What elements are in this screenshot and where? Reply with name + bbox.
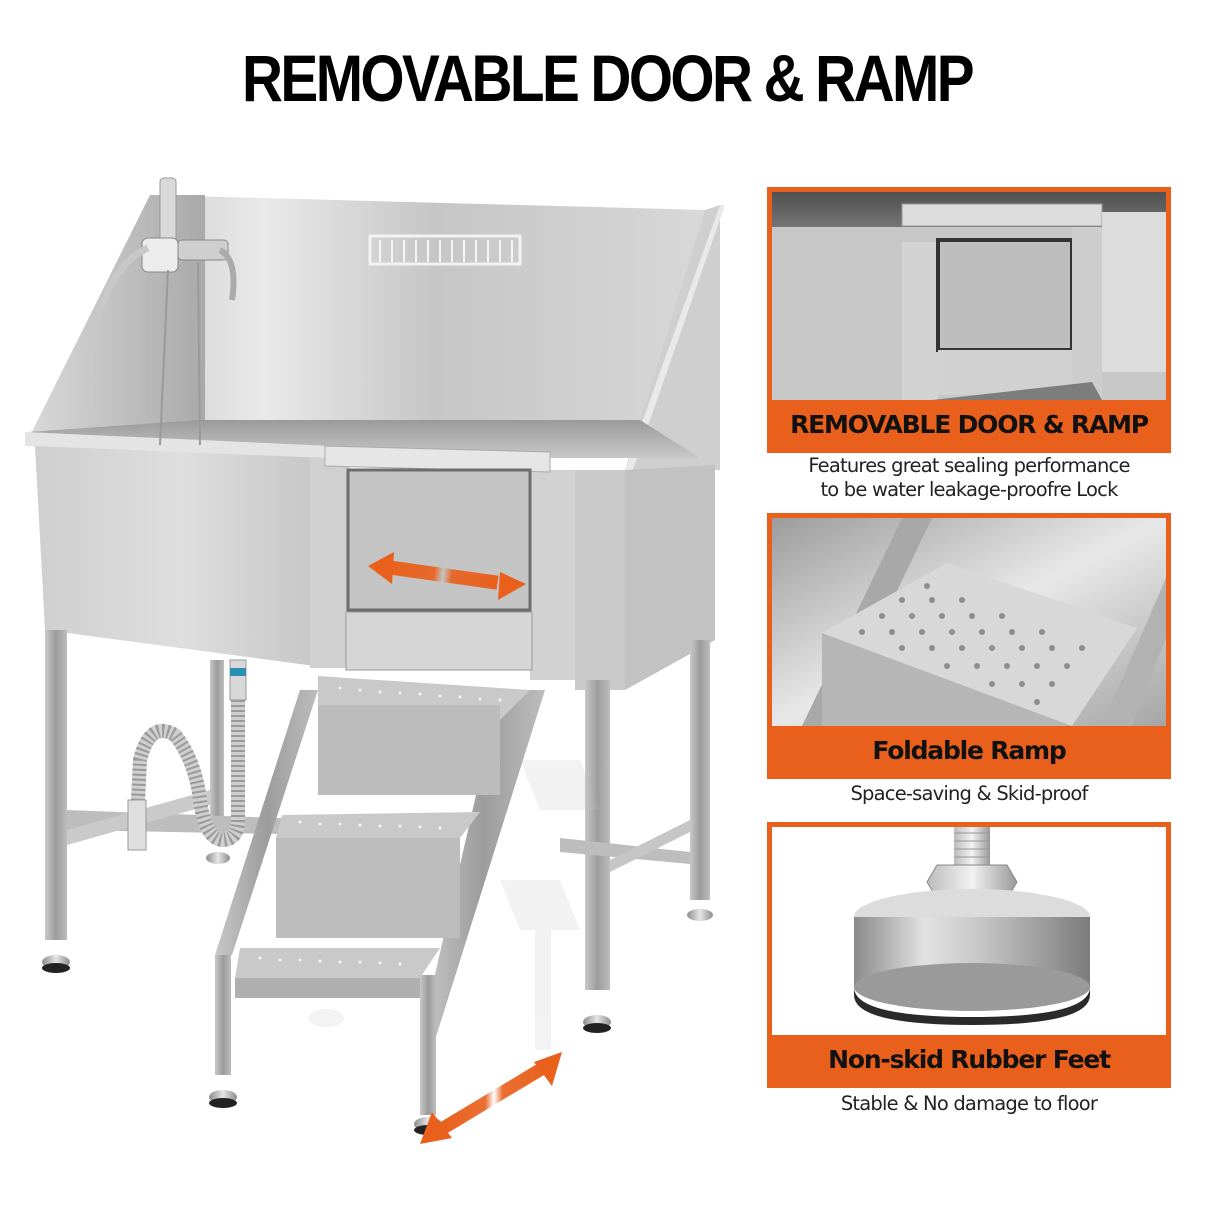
feature-label-ramp: Foldable Ramp <box>872 735 1066 765</box>
tub-front-panel <box>35 445 715 690</box>
product-image <box>0 160 760 1214</box>
drain-hose <box>127 659 247 851</box>
folding-ramp <box>215 676 600 1115</box>
caption-line: to be water leakage-proofre Lock <box>820 478 1118 501</box>
faucet-sprayer <box>85 177 237 446</box>
foot-closeup-image <box>772 827 1166 1035</box>
feature-caption-feet: Stable & No damage to floor <box>767 1092 1171 1116</box>
page-title: REMOVABLE DOOR & RAMP <box>242 41 975 115</box>
feature-panel-feet: Non-skid Rubber Feet <box>767 822 1171 1088</box>
door-closeup-image <box>772 192 1166 400</box>
ramp-closeup-image <box>772 518 1166 726</box>
wall-basket <box>368 234 522 266</box>
feature-caption-ramp: Space-saving & Skid-proof <box>767 782 1171 806</box>
feature-label-door: REMOVABLE DOOR & RAMP <box>790 409 1149 439</box>
caption-line: Features great sealing performance <box>808 454 1130 477</box>
feature-caption-door: Features great sealing performance to be… <box>767 454 1171 502</box>
door-slide-arrow-icon <box>368 552 526 600</box>
feature-label-feet: Non-skid Rubber Feet <box>828 1044 1111 1074</box>
caption-line: Stable & No damage to floor <box>840 1092 1098 1115</box>
ramp-fold-arrow-icon <box>420 1052 562 1144</box>
feature-panel-ramp: Foldable Ramp <box>767 513 1171 779</box>
caption-line: Space-saving & Skid-proof <box>850 782 1088 805</box>
feature-panel-door: REMOVABLE DOOR & RAMP <box>767 187 1171 453</box>
